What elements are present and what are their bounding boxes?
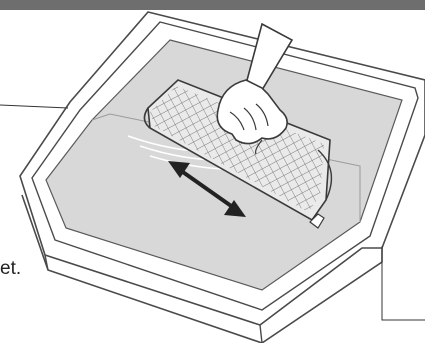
leader-line-right [382, 246, 425, 320]
caption-fragment: et. [0, 259, 21, 278]
leader-line-left [0, 105, 68, 108]
